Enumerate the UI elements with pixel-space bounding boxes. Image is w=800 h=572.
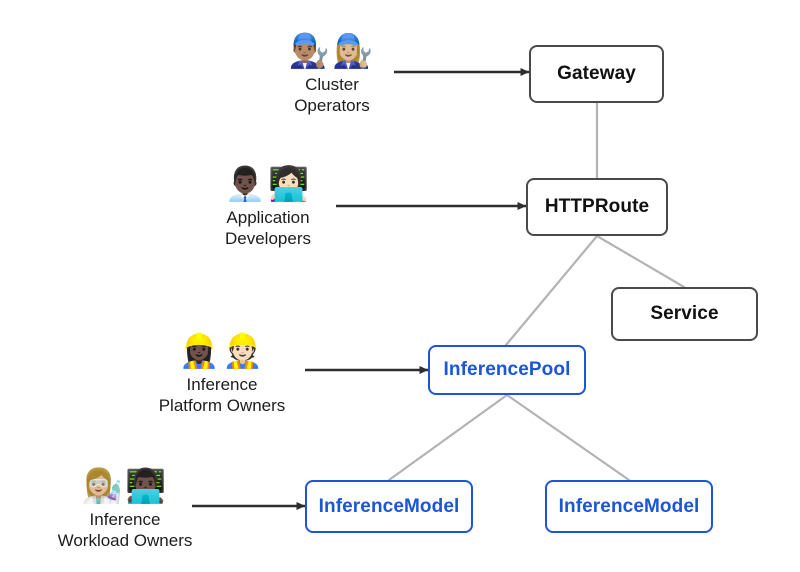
persona-application-developers: 👨🏿‍💼👩🏻‍💻 Application Developers — [153, 163, 383, 249]
application-developers-label: Application Developers — [225, 207, 311, 249]
edge-httproute-inferencepool — [504, 234, 599, 347]
node-inferencemodel-right-label: InferenceModel — [558, 495, 700, 517]
cluster-operators-icons: 👨🏽‍🔧👩🏼‍🔧 — [288, 31, 376, 70]
application-developers-icons: 👨🏿‍💼👩🏻‍💻 — [224, 164, 312, 203]
edge-inferencepool-inferencemodel-left — [387, 393, 509, 482]
edge-inferencepool-inferencemodel-right — [505, 393, 631, 482]
persona-cluster-operators: 👨🏽‍🔧👩🏼‍🔧 Cluster Operators — [217, 30, 447, 116]
node-gateway[interactable]: Gateway — [529, 45, 664, 103]
inference-workload-owners-label-line-1: Inference — [89, 510, 161, 529]
cluster-operators-label: Cluster Operators — [294, 74, 370, 116]
node-service[interactable]: Service — [611, 287, 758, 341]
edge-httproute-service — [595, 234, 686, 289]
inference-platform-owners-label: Inference Platform Owners — [159, 374, 286, 416]
cluster-operators-label-line-2: Operators — [294, 96, 370, 115]
node-httproute-label: HTTPRoute — [544, 196, 650, 217]
node-gateway-label: Gateway — [557, 63, 636, 84]
inference-workload-owners-label: Inference Workload Owners — [58, 509, 193, 551]
persona-inference-workload-owners: 👩🏼‍🔬👨🏿‍💻 Inference Workload Owners — [10, 465, 240, 551]
application-developers-label-line-1: Application — [226, 208, 310, 227]
node-httproute[interactable]: HTTPRoute — [526, 178, 668, 236]
node-inferencemodel-left[interactable]: InferenceModel — [305, 480, 473, 533]
inference-workload-owners-label-line-2: Workload Owners — [57, 531, 193, 550]
cluster-operators-label-line-1: Cluster — [305, 75, 359, 94]
node-inferencemodel-right[interactable]: InferenceModel — [545, 480, 713, 533]
inference-platform-owners-label-line-2: Platform Owners — [158, 396, 286, 415]
persona-inference-platform-owners: 👷🏿‍♀️👷🏻 Inference Platform Owners — [107, 330, 337, 416]
inference-platform-owners-icons: 👷🏿‍♀️👷🏻 — [178, 331, 266, 370]
node-inferencemodel-left-label: InferenceModel — [318, 495, 460, 517]
node-inferencepool-label: InferencePool — [443, 359, 571, 380]
node-service-label: Service — [650, 303, 719, 324]
node-inferencepool[interactable]: InferencePool — [428, 345, 586, 395]
inference-platform-owners-label-line-1: Inference — [186, 375, 258, 394]
inference-workload-owners-icons: 👩🏼‍🔬👨🏿‍💻 — [81, 466, 169, 505]
application-developers-label-line-2: Developers — [225, 229, 311, 248]
